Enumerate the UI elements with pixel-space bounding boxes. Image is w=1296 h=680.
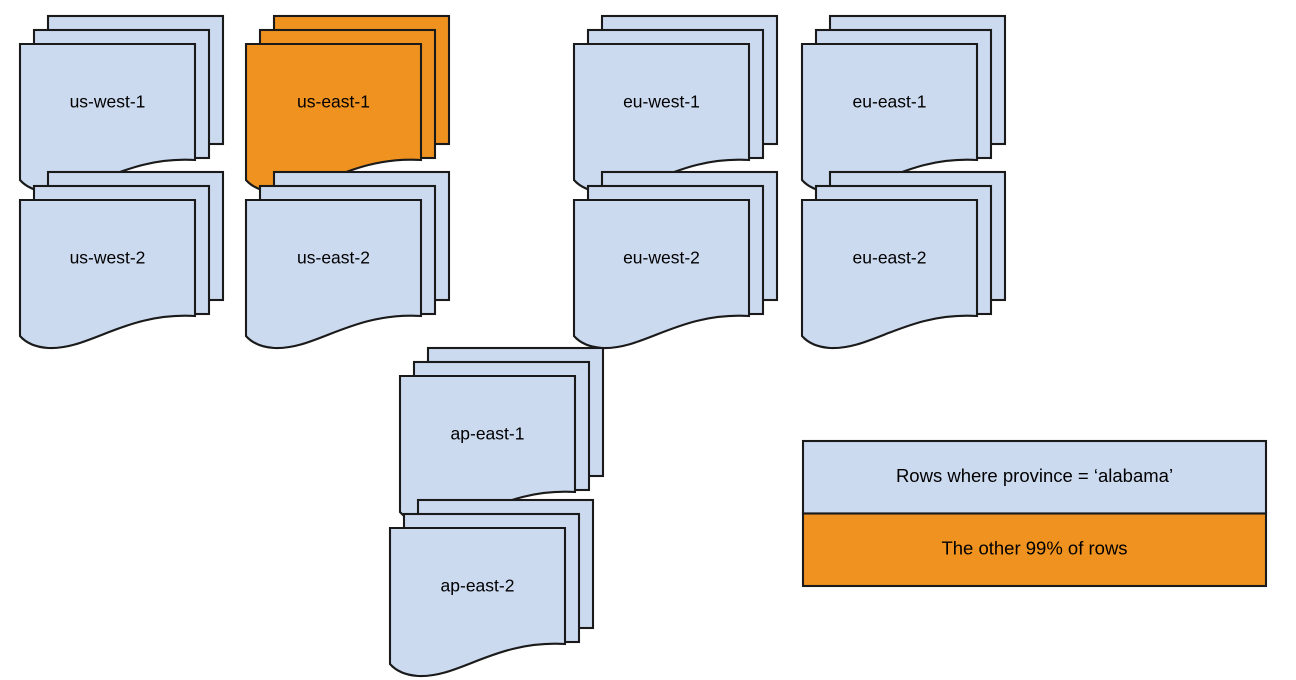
legend-swatch — [801, 439, 1268, 515]
shard-stack-us-west-1[interactable]: us-west-1 — [18, 14, 225, 194]
shard-sheet-front — [572, 42, 751, 194]
shard-sheet-front — [244, 42, 423, 194]
shard-sheet-front — [18, 42, 197, 194]
shard-label-eu-east-2: eu-east-2 — [853, 248, 927, 268]
shard-label-us-west-1: us-west-1 — [70, 92, 146, 112]
shard-label-eu-west-1: eu-west-1 — [623, 92, 700, 112]
shard-stack-ap-east-1[interactable]: ap-east-1 — [398, 346, 605, 526]
shard-label-ap-east-1: ap-east-1 — [451, 424, 525, 444]
shard-label-eu-east-1: eu-east-1 — [853, 92, 927, 112]
shard-label-us-east-1: us-east-1 — [297, 92, 370, 112]
shard-sheet-front — [572, 198, 751, 350]
legend-row-legend-orange: The other 99% of rows — [801, 512, 1268, 588]
shard-stack-us-east-1[interactable]: us-east-1 — [244, 14, 451, 194]
shard-stack-eu-east-1[interactable]: eu-east-1 — [800, 14, 1007, 194]
shard-sheet-front — [388, 526, 567, 678]
legend-swatch — [801, 512, 1268, 588]
legend-group: Rows where province = ‘alabama’ The other… — [801, 439, 1268, 588]
shard-sheet-front — [18, 198, 197, 350]
legend-label-text: Rows where province = ‘alabama’ — [896, 465, 1173, 486]
shard-stack-us-east-2[interactable]: us-east-2 — [244, 170, 451, 350]
shard-stack-ap-east-2[interactable]: ap-east-2 — [388, 498, 595, 678]
legend-row-legend-blue: Rows where province = ‘alabama’ — [801, 439, 1268, 515]
shard-label-eu-west-2: eu-west-2 — [623, 248, 700, 268]
shard-group: us-west-1 us-east-1 eu-west-1 eu-east-1 us-w… — [18, 14, 1007, 678]
shard-label-us-west-2: us-west-2 — [70, 248, 146, 268]
shard-label-us-east-2: us-east-2 — [297, 248, 370, 268]
shard-sheet-front — [244, 198, 423, 350]
shard-sheet-front — [800, 198, 979, 350]
shard-stack-us-west-2[interactable]: us-west-2 — [18, 170, 225, 350]
shard-sheet-front — [800, 42, 979, 194]
shard-stack-eu-west-1[interactable]: eu-west-1 — [572, 14, 779, 194]
legend-label-text: The other 99% of rows — [941, 538, 1127, 559]
shard-stack-eu-east-2[interactable]: eu-east-2 — [800, 170, 1007, 350]
shard-stack-eu-west-2[interactable]: eu-west-2 — [572, 170, 779, 350]
shard-label-ap-east-2: ap-east-2 — [441, 576, 515, 596]
